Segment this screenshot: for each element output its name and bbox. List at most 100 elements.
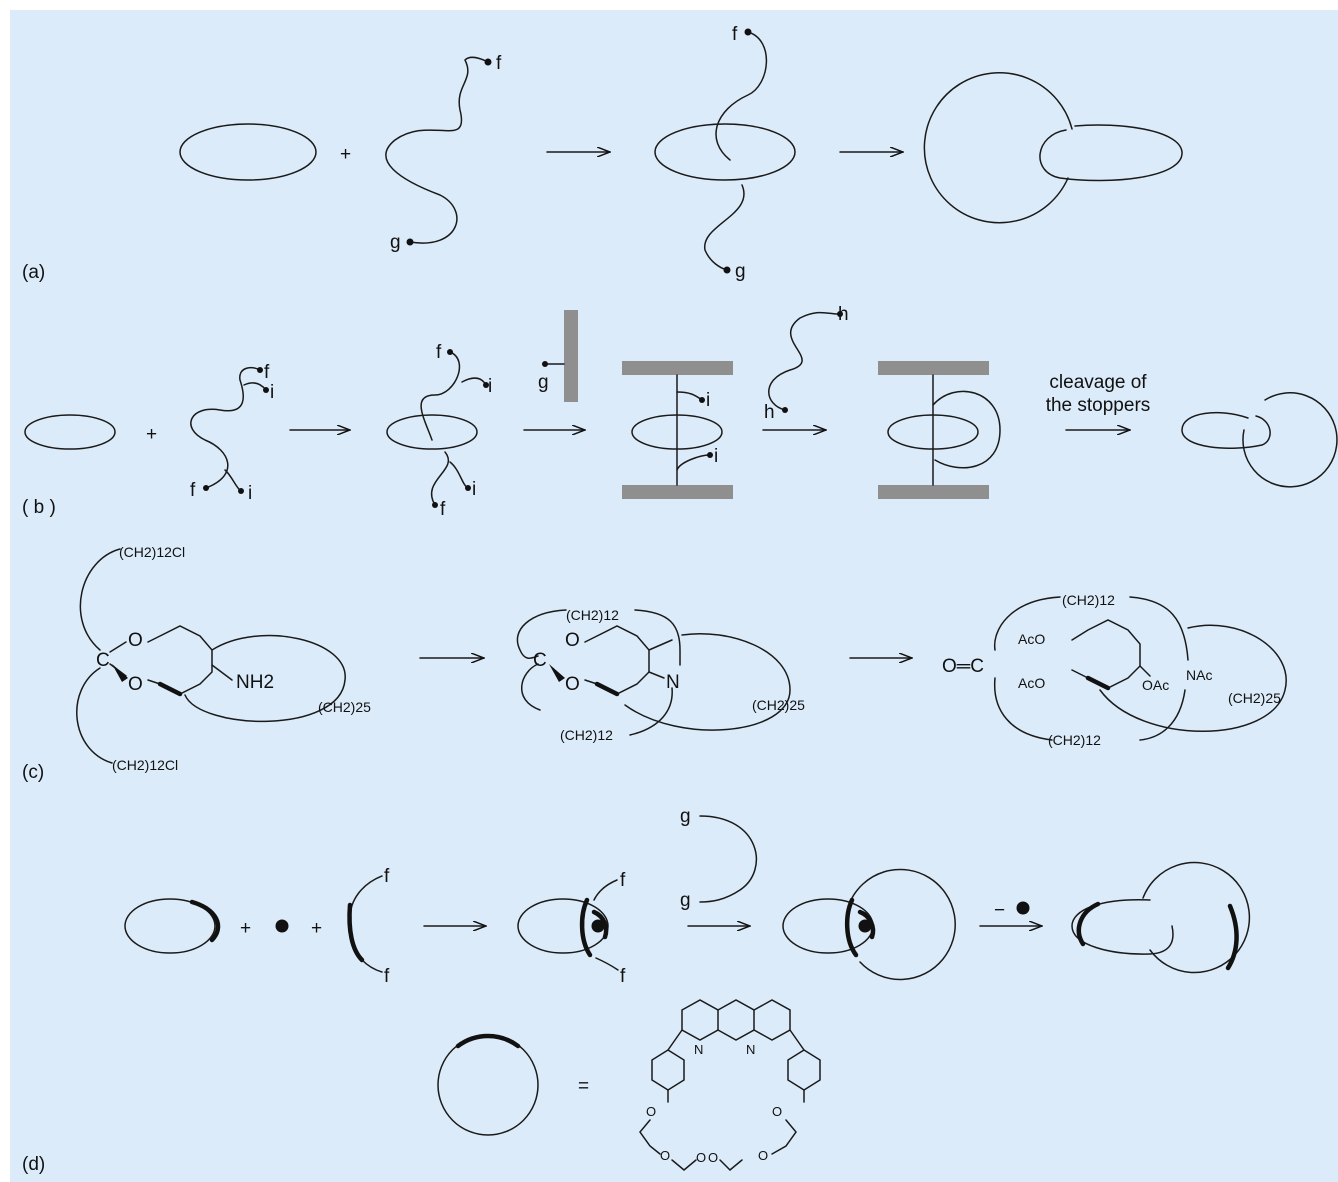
label-g: g xyxy=(680,890,691,911)
branch-i xyxy=(676,391,703,401)
end-label-f: f xyxy=(732,24,738,45)
bond-n xyxy=(648,671,665,679)
panel-d: + + f f f f g g − = xyxy=(22,806,1251,1175)
chelating-segment xyxy=(189,899,221,943)
oxygen-atom: O xyxy=(646,1104,656,1119)
label-f: f xyxy=(436,342,442,363)
label-i: i xyxy=(270,382,274,403)
ether-chain xyxy=(671,1159,697,1171)
chain-arc xyxy=(79,548,121,651)
panel-b-label: ( b ) xyxy=(22,497,56,518)
chain-arc-25 xyxy=(624,633,791,731)
oxygen-atom: O xyxy=(708,1150,718,1165)
label-i: i xyxy=(714,446,718,467)
minus-sign: − xyxy=(994,900,1005,921)
thread-strand xyxy=(385,56,489,244)
threaded-strand xyxy=(715,31,768,161)
chain-arc xyxy=(1139,689,1186,741)
plus-sign: + xyxy=(340,144,351,165)
end-dot-f xyxy=(447,349,453,355)
chelating-segment xyxy=(455,1033,521,1049)
label-f: f xyxy=(384,866,390,887)
oxygen-atom: O xyxy=(758,1148,768,1163)
label-f: f xyxy=(384,966,390,987)
chelating-segment xyxy=(579,897,593,958)
open-thread xyxy=(593,879,618,901)
aryl-bond xyxy=(667,1029,683,1051)
methyl-bond xyxy=(648,639,673,651)
chain-label: (CH2)12 xyxy=(1062,592,1115,608)
phenanthroline-ring xyxy=(517,898,609,954)
catenated-ring xyxy=(849,868,956,981)
label-h: h xyxy=(838,304,849,325)
oxygen-atom: O xyxy=(128,630,143,651)
benzene-ring xyxy=(584,625,650,695)
bond-oac xyxy=(1139,665,1151,677)
chain-label-25: (CH2)25 xyxy=(318,699,371,715)
label-f: f xyxy=(620,870,626,891)
end-dot-h xyxy=(782,407,788,413)
ether-chain xyxy=(719,1159,743,1172)
phenanthroline-ring xyxy=(124,898,216,954)
closed-loop xyxy=(932,390,1001,469)
chain-label-25: (CH2)25 xyxy=(752,697,805,713)
label-f: f xyxy=(190,480,196,501)
chelating-segment xyxy=(1225,903,1239,971)
bold-bond xyxy=(594,681,620,697)
end-dot-g xyxy=(406,238,414,246)
open-thread xyxy=(349,875,383,919)
stopper-top xyxy=(878,361,989,375)
oxygen-atom: O xyxy=(565,674,580,695)
carbon-atom: C xyxy=(533,650,547,671)
end-dot-f xyxy=(203,485,209,491)
aryl-bond xyxy=(789,1029,805,1051)
catenane-synthesis-figure: + f g f g (a) + f i f i xyxy=(22,24,1338,1175)
wedge-bond xyxy=(549,664,565,682)
panel-c: (CH2)12Cl (CH2)12Cl C O O NH2 (CH2)25 (C… xyxy=(22,544,1287,783)
label-h: h xyxy=(764,402,775,423)
chain-arc xyxy=(76,667,113,764)
end-label-g: g xyxy=(390,232,401,253)
plus-sign: + xyxy=(146,424,157,445)
amine-group: NH2 xyxy=(236,672,274,693)
chain-arc xyxy=(629,687,673,736)
nitrogen-atom: N xyxy=(694,1042,703,1057)
ether-chain xyxy=(771,1119,797,1155)
branch-i xyxy=(449,461,469,489)
chain-arc xyxy=(993,677,1053,741)
chain-arc xyxy=(516,609,567,659)
stopper-reagent-bar xyxy=(564,310,578,402)
threaded-strand-lower xyxy=(430,451,450,506)
metal-ion xyxy=(858,919,872,933)
macrocycle-ring xyxy=(654,123,796,181)
label-i: i xyxy=(706,390,710,411)
end-dot-f xyxy=(484,58,492,66)
equals-sign: = xyxy=(578,1076,589,1097)
benzene-ring xyxy=(147,625,213,695)
end-dot-f xyxy=(744,28,752,36)
plus-sign: + xyxy=(311,918,322,939)
phenanthroline-macrocycle: N N O O O O O O xyxy=(639,999,821,1172)
chelating-segment xyxy=(1076,901,1101,947)
benzene-ring xyxy=(1071,619,1141,689)
chain-arc xyxy=(993,596,1061,651)
chain-label: (CH2)12 xyxy=(1048,732,1101,748)
branch-i xyxy=(224,469,242,492)
chelating-segment xyxy=(857,909,876,940)
carbon-atom: C xyxy=(96,650,110,671)
end-dot-i xyxy=(483,382,489,388)
chain-label-top: (CH2)12Cl xyxy=(119,544,185,560)
acetoxy-group: OAc xyxy=(1142,677,1169,693)
catenane-ring-1 xyxy=(1181,411,1271,449)
wedge-bond xyxy=(112,664,128,682)
nitrogen-atom: N xyxy=(666,672,680,693)
figure-background xyxy=(10,10,1338,1182)
panel-a-label: (a) xyxy=(22,262,45,283)
phenyl-ring xyxy=(787,1049,821,1091)
label-i: i xyxy=(248,483,252,504)
macrocycle-ring xyxy=(179,123,317,181)
end-dot-f xyxy=(432,502,438,508)
branch-i xyxy=(461,377,487,386)
branch-i xyxy=(676,454,711,471)
bold-bond xyxy=(157,681,183,697)
